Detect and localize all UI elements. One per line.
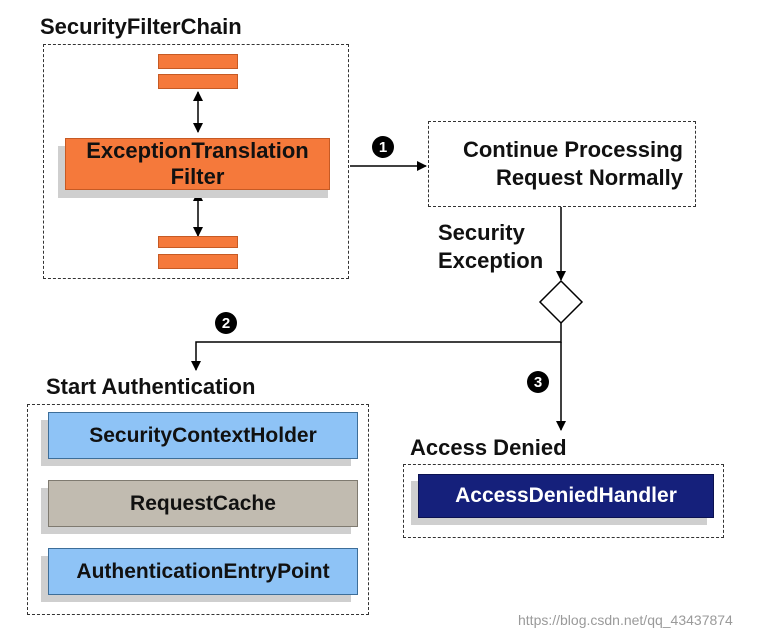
filter-bar bbox=[158, 236, 238, 248]
continue-line1: Continue Processing bbox=[462, 137, 683, 162]
exception-translation-filter: ExceptionTranslation Filter bbox=[65, 138, 330, 190]
step-3-badge: 3 bbox=[527, 371, 549, 393]
filter-bar bbox=[158, 254, 238, 269]
request-cache-box: RequestCache bbox=[48, 480, 358, 527]
start-authentication-title: Start Authentication bbox=[46, 374, 256, 399]
filter-bar bbox=[158, 74, 238, 89]
security-context-holder-box: SecurityContextHolder bbox=[48, 412, 358, 459]
security-exception-line2: Exception bbox=[438, 248, 544, 273]
authentication-entry-point-box: AuthenticationEntryPoint bbox=[48, 548, 358, 595]
continue-line2: Request Normally bbox=[495, 165, 683, 190]
filter-bar bbox=[158, 54, 238, 69]
access-denied-handler-box: AccessDeniedHandler bbox=[418, 474, 714, 518]
step-1-badge: 1 bbox=[372, 136, 394, 158]
arrow-start-authentication bbox=[191, 323, 562, 371]
filter-name-line1: ExceptionTranslation bbox=[86, 138, 309, 163]
start-authentication-container bbox=[27, 404, 369, 615]
access-denied-container bbox=[403, 464, 724, 538]
access-denied-title: Access Denied bbox=[410, 435, 567, 460]
filter-name-line2: Filter bbox=[170, 164, 225, 189]
watermark-text: https://blog.csdn.net/qq_43437874 bbox=[518, 612, 733, 628]
step-2-badge: 2 bbox=[215, 312, 237, 334]
security-filter-chain-title: SecurityFilterChain bbox=[40, 14, 242, 39]
security-exception-label: Security Exception bbox=[438, 219, 543, 275]
continue-processing-box: Continue Processing Request Normally bbox=[428, 121, 696, 207]
security-filter-chain-container bbox=[43, 44, 349, 279]
decision-diamond bbox=[538, 279, 584, 325]
security-exception-line1: Security bbox=[438, 220, 525, 245]
